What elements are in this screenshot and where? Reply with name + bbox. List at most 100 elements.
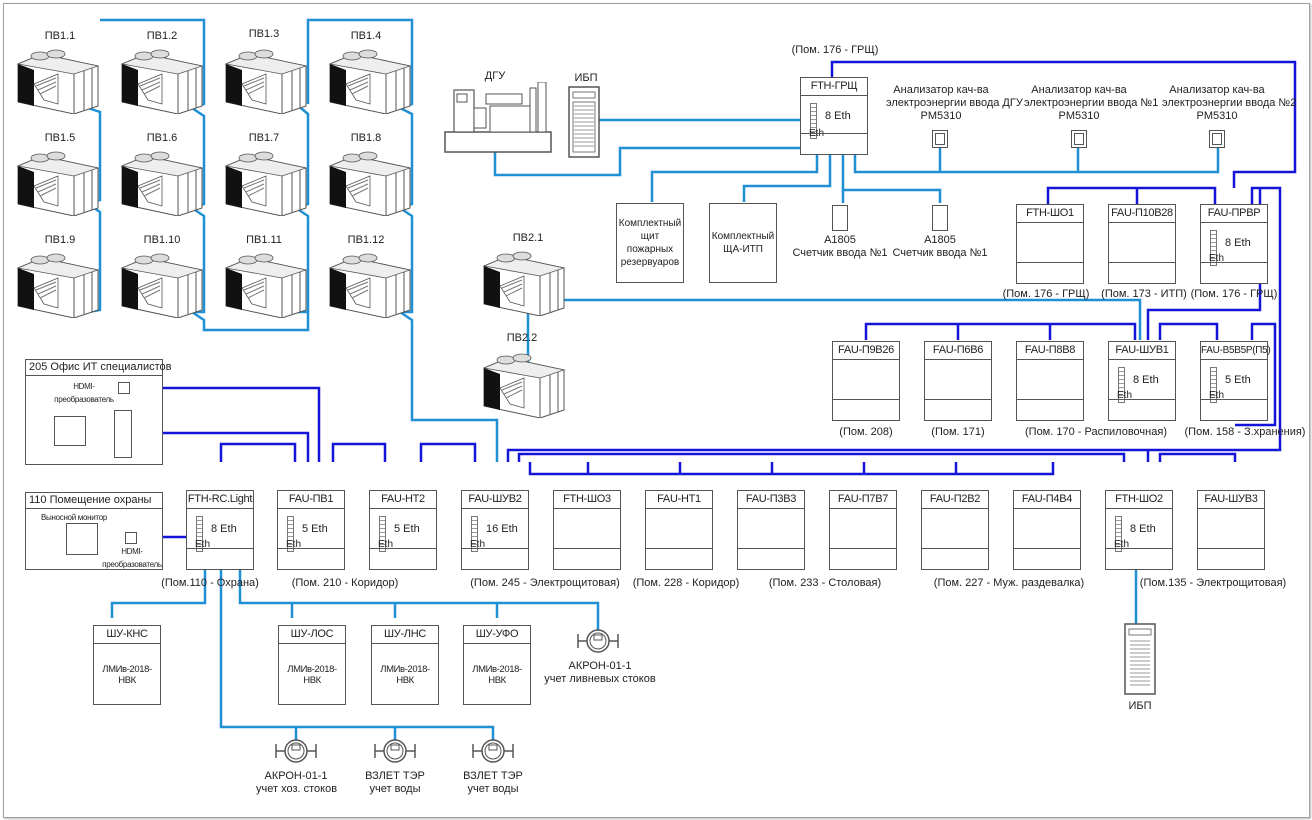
eth-label: Eth [286, 539, 302, 550]
monitor-icon[interactable] [66, 523, 98, 555]
electricity-meter-icon[interactable] [832, 205, 848, 231]
air-handling-unit-icon[interactable] [14, 248, 102, 318]
switch-fth-шо3[interactable]: FTH-ШО3 [553, 490, 621, 570]
port-count: 5 Eth [394, 523, 420, 535]
ups-label: ИБП [1128, 700, 1152, 712]
switch-name: FAU-НТ2 [370, 491, 436, 509]
flow-meter-icon[interactable] [576, 628, 620, 654]
ups-icon[interactable] [568, 86, 600, 158]
room-label: (Пом.135 - Электрощитовая) [1139, 577, 1287, 589]
switch-name: FAU-ПВ1 [278, 491, 344, 509]
pv-label: ПВ2.2 [506, 332, 538, 344]
diesel-generator-icon[interactable] [444, 82, 554, 154]
air-handling-unit-icon[interactable] [14, 146, 102, 216]
switch-fau-п4в4[interactable]: FAU-П4В4 [1013, 490, 1081, 570]
air-handling-unit-icon[interactable] [326, 248, 414, 318]
room-label: (Пом. 228 - Коридор) [632, 577, 740, 589]
air-handling-unit-icon[interactable] [14, 44, 102, 114]
ethernet-port-icon [287, 516, 294, 552]
room-label: (Пом. 176 - ГРЩ) [1190, 288, 1278, 300]
pv-label: ПВ1.4 [350, 30, 382, 42]
flow-meter-icon[interactable] [471, 738, 515, 764]
room-label: (Пом. 171) [931, 426, 985, 438]
air-handling-unit-icon[interactable] [480, 246, 568, 316]
port-count: 16 Eth [486, 523, 518, 535]
pv-label: ПВ1.2 [146, 30, 178, 42]
room-label: (Пом. 208) [839, 426, 893, 438]
pv-label: ПВ1.1 [44, 30, 76, 42]
pv-label: ПВ1.6 [146, 132, 178, 144]
switch-name: FAU-П4В4 [1014, 491, 1080, 509]
ethernet-port-icon [1115, 516, 1122, 552]
power-analyzer-icon[interactable] [1209, 130, 1225, 148]
switch-name: FAU-П2В2 [922, 491, 988, 509]
switch-fau-p10v28[interactable]: FAU-П10В28 [1108, 204, 1176, 284]
switch-name: FTH-ГРЩ [801, 78, 867, 96]
switch-fth-sho1[interactable]: FTH-ШО1 [1016, 204, 1084, 284]
computer-icon[interactable] [114, 410, 132, 458]
power-analyzer-icon[interactable] [932, 130, 948, 148]
air-handling-unit-icon[interactable] [118, 248, 206, 318]
room-label: (Пом. 158 - З.хранения) [1184, 426, 1306, 438]
air-handling-unit-icon[interactable] [222, 248, 310, 318]
pv-label: ПВ1.7 [248, 132, 280, 144]
room-label: (Пом. 176 - ГРЩ) [1002, 288, 1090, 300]
air-handling-unit-icon[interactable] [222, 44, 310, 114]
power-analyzer-icon[interactable] [1071, 130, 1087, 148]
switch-fau-p8v8[interactable]: FAU-П8В8 [1016, 341, 1084, 421]
grsch-room-label: (Пом. 176 - ГРЩ) [791, 44, 879, 56]
air-handling-unit-icon[interactable] [118, 44, 206, 114]
switch-fth-grsch[interactable]: FTH-ГРЩ 8 Eth Eth [800, 77, 868, 155]
air-handling-unit-icon[interactable] [480, 348, 568, 418]
flow-meter-icon[interactable] [373, 738, 417, 764]
hdmi-converter-icon[interactable] [118, 382, 130, 394]
hdmi-converter-icon[interactable] [125, 532, 137, 544]
security-room: 110 Помещение охраны Выносной монитор HD… [25, 492, 163, 570]
air-handling-unit-icon[interactable] [326, 44, 414, 114]
switch-name: FTH-ШО3 [554, 491, 620, 509]
switch-fau-шув3[interactable]: FAU-ШУВ3 [1197, 490, 1265, 570]
pv-label: ПВ1.12 [347, 234, 385, 246]
switch-fau-п3в3[interactable]: FAU-П3В3 [737, 490, 805, 570]
flow-meter-icon[interactable] [274, 738, 318, 764]
air-handling-unit-icon[interactable] [118, 146, 206, 216]
ups-icon[interactable] [1124, 623, 1156, 695]
switch-fau-п7в7[interactable]: FAU-П7В7 [829, 490, 897, 570]
switch-fau-п2в2[interactable]: FAU-П2В2 [921, 490, 989, 570]
port-count: 5 Eth [302, 523, 328, 535]
air-handling-unit-icon[interactable] [326, 146, 414, 216]
switch-fau-p9v26[interactable]: FAU-П9В26 [832, 341, 900, 421]
air-handling-unit-icon[interactable] [222, 146, 310, 216]
monitor-icon[interactable] [54, 416, 86, 446]
eth-label: Eth [470, 539, 486, 550]
switch-name: FAU-П7В7 [830, 491, 896, 509]
switch-fau-нт1[interactable]: FAU-НТ1 [645, 490, 713, 570]
switch-name: FAU-П3В3 [738, 491, 804, 509]
port-count: 8 Eth [1130, 523, 1156, 535]
it-office-room: 205 Офис ИТ специалистов HDMI-преобразов… [25, 359, 171, 465]
pv-label: ПВ1.5 [44, 132, 76, 144]
pv-label: ПВ2.1 [512, 232, 544, 244]
ethernet-port-icon [471, 516, 478, 552]
switch-fau-p6v6[interactable]: FAU-П6В6 [924, 341, 992, 421]
electricity-meter-icon[interactable] [932, 205, 948, 231]
